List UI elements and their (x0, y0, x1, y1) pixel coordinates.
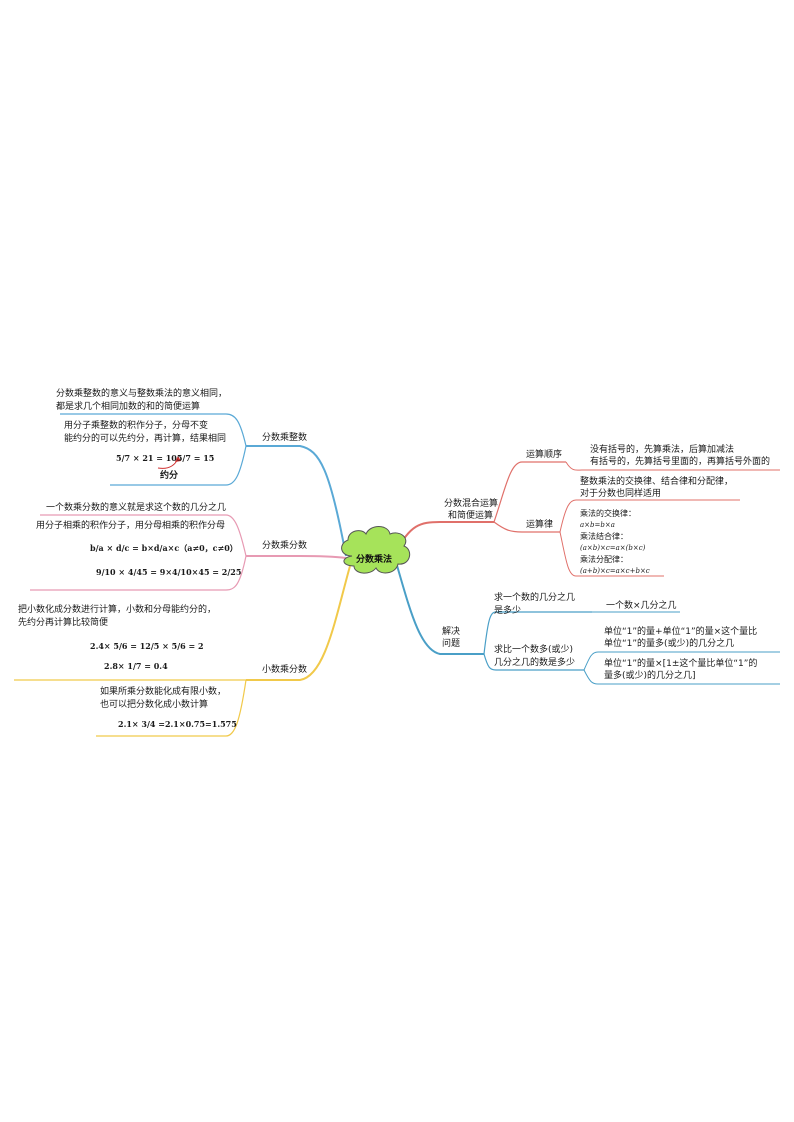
branch-label-mixed-ops-line2: 和简便运算 (448, 511, 494, 521)
q1-line1: 求一个数的几分之几 (494, 593, 576, 603)
branch-line-fraction-times-fraction (246, 555, 347, 559)
q2-answer1-line2: 单位“1”的量多(或少)的几分之几 (604, 639, 735, 649)
reduce-arrowhead (175, 456, 181, 462)
branch-line-fraction-times-integer (246, 445, 347, 557)
order-text-line2: 有括号的，先算括号里面的，再算括号外面的 (590, 457, 771, 467)
b3-formula3: 2.1× 3/4 =2.1×0.75=1.575 (118, 719, 237, 729)
b1-note-line3: 用分子乘整数的积作分子，分母不变 (64, 421, 209, 431)
b2-formula2: 9/10 × 4/45 = 9×4/10×45 = 2/25 (96, 567, 242, 577)
subline-q2-answer1 (583, 651, 780, 671)
center-title: 分数乘法 (355, 555, 392, 565)
subline-b2-note1 (40, 514, 247, 557)
subline-order (493, 461, 566, 523)
subline-q2 (483, 653, 584, 671)
center-cloud (341, 526, 411, 574)
subline-law (493, 521, 560, 533)
q2-answer2-line2: 量多(或少)的几分之几] (604, 671, 696, 681)
q1-answer: 一个数×几分之几 (606, 601, 677, 611)
law-item-5: 乘法分配律： (580, 555, 628, 564)
b1-formula-note: 约分 (160, 471, 179, 481)
subline-law-items (559, 531, 664, 577)
subline-order-text (565, 461, 780, 471)
order-label: 运算顺序 (526, 450, 563, 460)
b3-note-line3: 如果所乘分数能化成有限小数， (100, 687, 227, 697)
b1-note-line2: 都是求几个相同加数的和的简便运算 (56, 402, 201, 412)
law-text-line1: 整数乘法的交换律、结合律和分配律， (580, 477, 734, 487)
b2-note-line1: 一个数乘分数的意义就是求这个数的几分之几 (46, 503, 227, 513)
b1-note-line4: 能约分的可以先约分，再计算，结果相同 (64, 434, 227, 444)
branch-label-fraction-times-fraction: 分数乘分数 (262, 541, 308, 551)
branch-line-solve-problems (395, 561, 484, 655)
subline-q1 (483, 611, 592, 655)
b2-formula1: b/a × d/c = b×d/a×c（a≠0，c≠0） (90, 543, 238, 553)
law-item-3: 乘法结合律： (580, 532, 628, 541)
law-item-2: a×b=b×a (580, 521, 615, 529)
q2-answer2-line1: 单位“1”的量×[1±这个量比单位“1”的 (604, 659, 758, 669)
subline-b2-note2 (30, 555, 247, 591)
q2-answer1-line1: 单位“1”的量+单位“1”的量×这个量比 (604, 627, 758, 637)
subline-b1-note2 (110, 445, 247, 486)
branch-label-decimal-times-fraction: 小数乘分数 (262, 665, 308, 675)
branch-label-solve-line1: 解决 (442, 627, 461, 637)
b2-note-line2: 用分子相乘的积作分子，用分母相乘的积作分母 (36, 521, 226, 531)
q1-line2: 是多少 (494, 606, 522, 616)
b3-note-line2: 先约分再计算比较简便 (18, 618, 109, 628)
subline-b1-note1 (60, 413, 247, 447)
q2-line1: 求比一个数多(或少) (494, 645, 574, 655)
order-text-line1: 没有括号的，先算乘法，后算加减法 (590, 445, 735, 455)
q2-line2: 几分之几的数是多少 (494, 658, 576, 668)
branch-label-mixed-ops-line1: 分数混合运算 (444, 499, 499, 509)
law-item-1: 乘法的交换律： (580, 509, 636, 518)
law-label: 运算律 (526, 520, 554, 530)
b1-formula: 5/7 × 21 = 105/7 = 15 (116, 453, 215, 463)
subline-b3-note2 (96, 679, 247, 737)
law-text-line2: 对于分数也同样适用 (580, 489, 662, 499)
b3-formula2: 2.8× 1/7 = 0.4 (104, 661, 168, 671)
b3-note-line1: 把小数化成分数进行计算，小数和分母能约分的， (18, 605, 217, 615)
law-item-4: (a×b)×c=a×(b×c) (580, 544, 646, 552)
b3-note-line4: 也可以把分数化成小数计算 (100, 700, 209, 710)
b1-note-line1: 分数乘整数的意义与整数乘法的意义相同， (56, 389, 228, 399)
branch-label-fraction-times-integer: 分数乘整数 (262, 433, 308, 443)
branch-line-decimal-times-fraction (246, 565, 351, 681)
subline-law-text (559, 499, 740, 533)
law-item-6: (a+b)×c=a×c+b×c (580, 567, 650, 575)
branch-line-mixed-operations (395, 521, 494, 553)
branch-label-solve-line2: 问题 (442, 639, 461, 649)
subline-q2-answer2 (583, 669, 780, 685)
b3-formula1: 2.4× 5/6 = 12/5 × 5/6 = 2 (90, 641, 204, 651)
